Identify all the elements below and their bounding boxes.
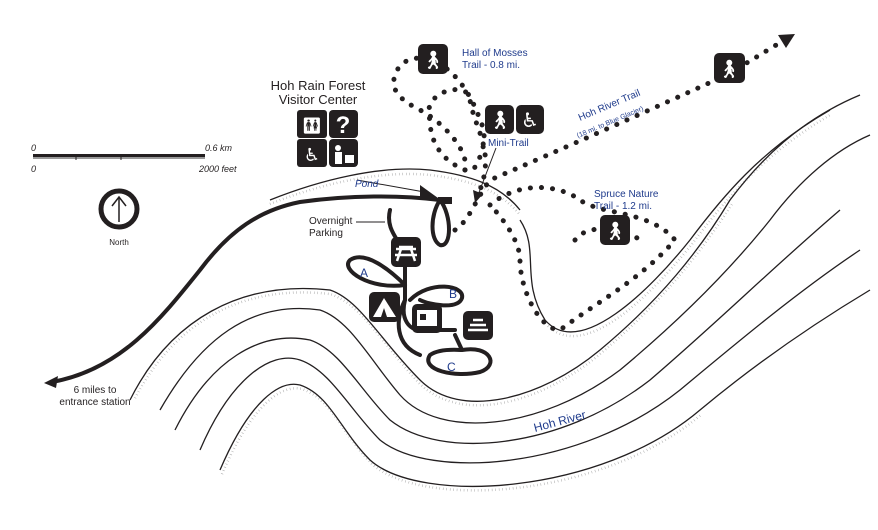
spruce-nature-label-2: Trail - 1.2 mi. xyxy=(594,201,652,212)
svg-text:🚶︎: 🚶︎ xyxy=(718,59,741,79)
road-arrow-icon xyxy=(44,376,58,388)
svg-text:♿︎: ♿︎ xyxy=(304,145,320,165)
visitor-center-title-2: Visitor Center xyxy=(279,92,358,107)
information-icon xyxy=(329,110,358,138)
visitor-center-building xyxy=(438,197,452,204)
scale-km-label: 0.6 km xyxy=(205,143,233,153)
hall-of-mosses-label-2: Trail - 0.8 mi. xyxy=(462,60,520,71)
campground-c-label: C xyxy=(447,360,456,374)
pond-pointer xyxy=(356,179,431,194)
entrance-label-2: entrance station xyxy=(59,397,130,408)
nature-trail-icon xyxy=(418,44,448,74)
svg-text:🚶︎: 🚶︎ xyxy=(489,110,512,130)
svg-text:🚻︎: 🚻︎ xyxy=(302,117,322,135)
accessible-icon xyxy=(516,105,544,134)
visitor-center-title-1: Hoh Rain Forest xyxy=(271,78,366,93)
nature-trail-icon xyxy=(600,215,630,245)
scale-km-zero: 0 xyxy=(31,143,36,153)
spruce-nature-label-1: Spruce Nature xyxy=(594,189,659,200)
svg-text:♿︎: ♿︎ xyxy=(521,110,539,132)
nature-trail-icon xyxy=(485,105,514,134)
pond-label: Pond xyxy=(355,179,379,190)
overnight-parking-label-2: Parking xyxy=(309,228,343,239)
hall-of-mosses-label-1: Hall of Mosses xyxy=(462,48,528,59)
accessible-icon xyxy=(297,139,327,167)
north-arrow-icon xyxy=(98,188,140,230)
mini-trail-pointer xyxy=(477,147,497,196)
main-road xyxy=(44,194,493,388)
north-arrow: North xyxy=(98,188,140,247)
scale-ft-label: 2000 feet xyxy=(198,164,237,174)
picnic-icon xyxy=(391,237,421,267)
mini-trail-label: Mini-Trail xyxy=(488,138,529,149)
hiker-icon xyxy=(714,53,745,83)
svg-text:🚶︎: 🚶︎ xyxy=(604,221,627,241)
campground-a-label: A xyxy=(360,266,368,280)
pond-arrow-icon xyxy=(420,185,438,198)
north-label: North xyxy=(109,238,129,247)
scale-bar: 0 0.6 km 0 2000 feet xyxy=(31,143,237,174)
overnight-parking-label-1: Overnight xyxy=(309,216,353,227)
trail-end-arrow-icon xyxy=(778,34,795,48)
entrance-label-1: 6 miles to xyxy=(74,385,117,396)
river-banks xyxy=(129,94,871,492)
mini-trail-arrow-icon xyxy=(473,190,483,203)
scale-ft-zero: 0 xyxy=(31,164,36,174)
svg-text:?: ? xyxy=(336,112,351,139)
svg-text:🚶︎: 🚶︎ xyxy=(422,50,445,70)
campground-b-label: B xyxy=(449,287,457,301)
restroom-icon xyxy=(297,110,327,138)
